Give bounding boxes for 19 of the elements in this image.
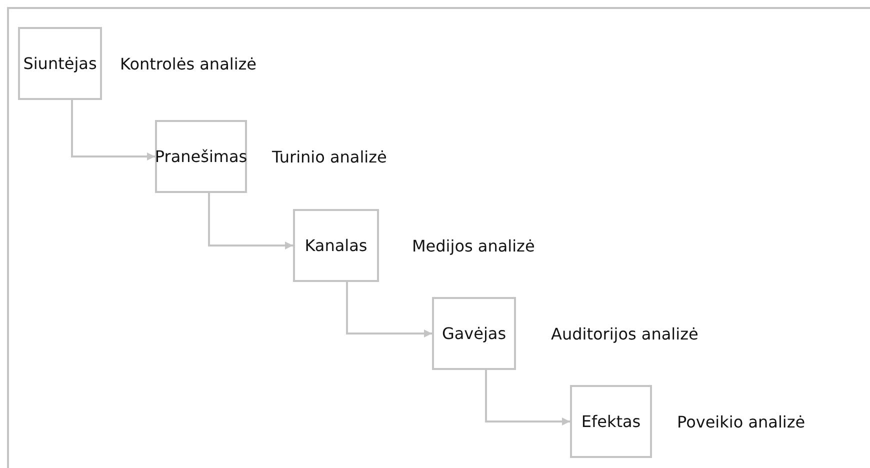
arrow (346, 282, 432, 338)
process-box (18, 27, 102, 100)
annotation-text: Medijos analizė (412, 236, 535, 255)
box-label: Efektas (581, 412, 641, 431)
arrow (208, 193, 293, 250)
process-box (155, 120, 247, 193)
arrow (485, 370, 570, 426)
annotation-text: Auditorijos analizė (551, 324, 698, 343)
box-label: Siuntėjas (23, 54, 97, 73)
annotation-text: Turinio analizė (272, 147, 387, 166)
box-label: Gavėjas (442, 324, 506, 343)
box-label: Pranešimas (154, 147, 248, 166)
box-label: Kanalas (304, 236, 368, 255)
annotation-text: Poveikio analizė (677, 412, 806, 431)
annotation-text: Kontrolės analizė (120, 54, 257, 73)
arrow (71, 100, 155, 160)
process-box (570, 385, 652, 458)
process-box (432, 297, 516, 370)
process-box (293, 209, 379, 282)
